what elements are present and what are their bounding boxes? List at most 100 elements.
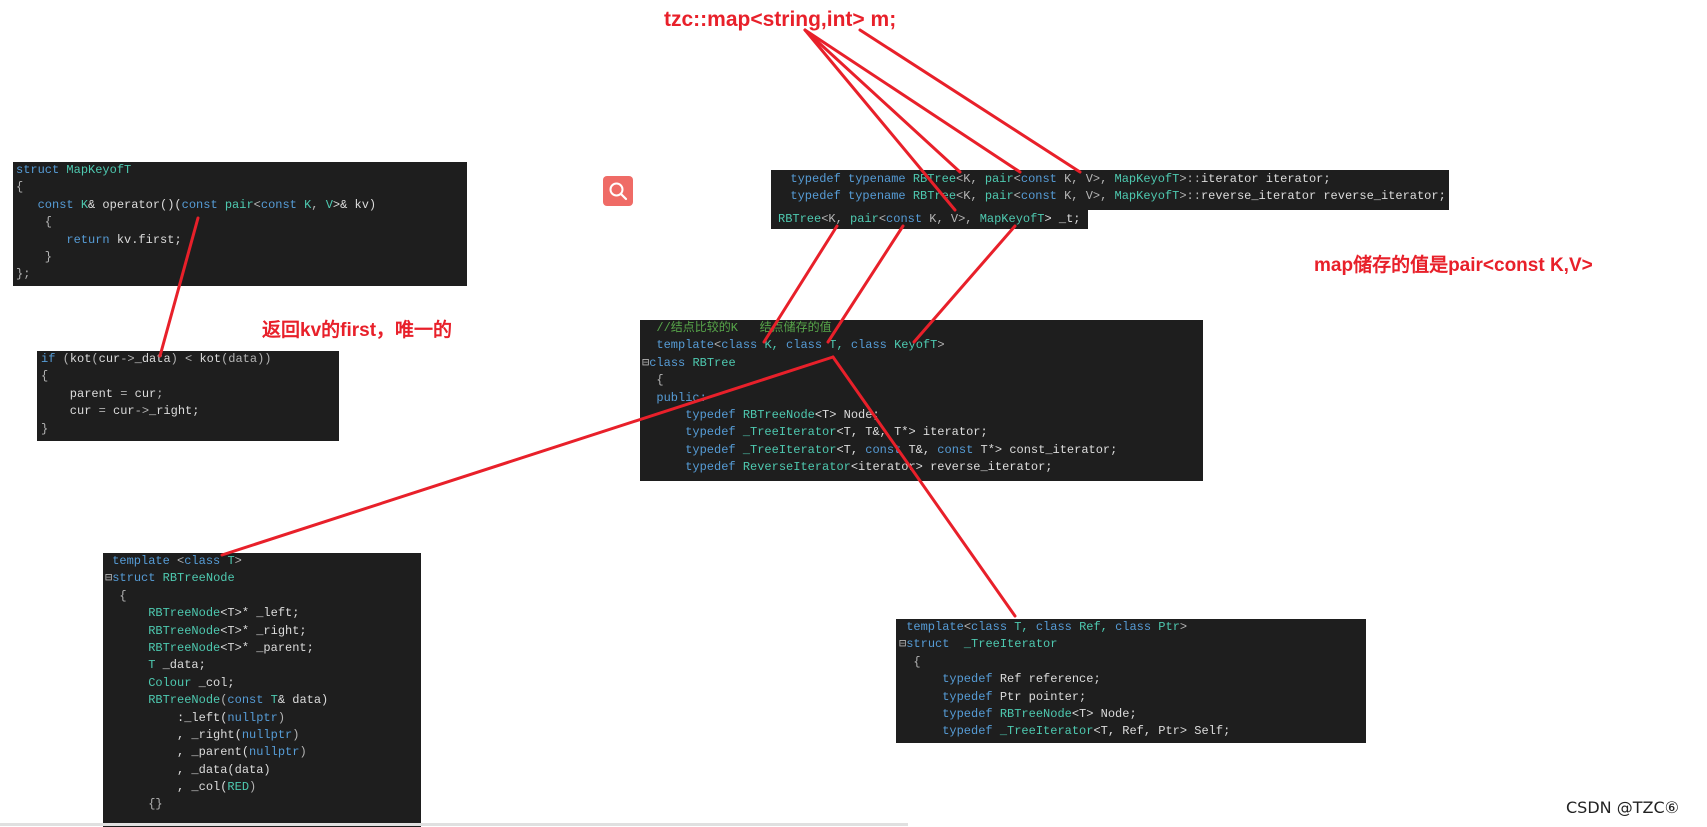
code-token: kot bbox=[199, 352, 222, 366]
code-token: Ptr pointer; bbox=[999, 689, 1087, 704]
code-token: MapKeyofT bbox=[66, 163, 132, 177]
code-token: T&, bbox=[908, 442, 938, 457]
code-token: >:: bbox=[1179, 172, 1201, 186]
code-line: typedef Ref reference; bbox=[899, 671, 1363, 688]
code-token: cur bbox=[98, 352, 121, 366]
connector-int-to-typedef bbox=[858, 28, 1082, 174]
code-line: }; bbox=[16, 266, 464, 283]
code-line: typedef typename RBTree<K, pair<const K,… bbox=[776, 171, 1444, 188]
code-token: RBTree bbox=[692, 355, 736, 370]
code-token: , _col( bbox=[105, 780, 228, 795]
code-line: RBTreeNode(const T& data) bbox=[105, 692, 419, 709]
code-token: struct bbox=[112, 571, 163, 586]
code-line: } bbox=[16, 249, 464, 266]
code-token: typedef bbox=[899, 672, 1000, 687]
code-token: , _data(data) bbox=[105, 762, 271, 777]
code-token: const bbox=[886, 212, 930, 226]
code-token: const bbox=[227, 693, 271, 708]
connector-rbtree-keyoft bbox=[912, 224, 1017, 344]
code-line: template<class K, class T, class KeyofT> bbox=[642, 337, 1201, 354]
code-line: Colour _col; bbox=[105, 675, 419, 692]
code-token: RBTreeNode bbox=[999, 706, 1072, 721]
code-token: < bbox=[1013, 172, 1021, 186]
code-line: RBTreeNode<T>* _right; bbox=[105, 623, 419, 640]
code-token: <T, Ref, Ptr> Self; bbox=[1093, 724, 1231, 739]
code-token: MapKeyofT bbox=[1114, 189, 1180, 204]
search-icon bbox=[609, 182, 628, 201]
code-token: ) bbox=[277, 710, 286, 725]
code-token: < bbox=[177, 554, 185, 568]
code-token: struct bbox=[16, 163, 67, 177]
code-token: RED bbox=[227, 780, 250, 795]
code-token: class bbox=[971, 620, 1015, 634]
code-token: const bbox=[1020, 189, 1065, 204]
code-token: typedef bbox=[899, 689, 1000, 704]
code-token: nullptr bbox=[241, 727, 293, 742]
code-token: > bbox=[937, 338, 945, 353]
connector-kot-to-first bbox=[158, 216, 200, 358]
code-token: RBTree bbox=[912, 172, 957, 186]
map-value-type-annotation: map储存的值是pair<const K,V> bbox=[1314, 255, 1593, 276]
code-token: typedef bbox=[642, 407, 743, 422]
connector-t-to-rbtreenode bbox=[220, 355, 835, 557]
code-token: & operator()( bbox=[88, 197, 182, 212]
code-token: { bbox=[105, 588, 127, 603]
code-token: cur bbox=[113, 404, 135, 419]
code-line: RBTree<K, pair<const K, V>, MapKeyofT> _… bbox=[778, 211, 1081, 228]
connector-string-to-typedef bbox=[803, 28, 1022, 174]
code-token: nullptr bbox=[227, 710, 278, 725]
code-token: pair bbox=[984, 172, 1014, 186]
code-token: typedef bbox=[642, 442, 743, 457]
code-token: _TreeIterator bbox=[742, 425, 837, 440]
code-token: } bbox=[41, 421, 49, 436]
code-token: RBTreeNode bbox=[105, 623, 221, 638]
code-token: ⊟ bbox=[642, 355, 650, 370]
watermark: CSDN @TZC⑥ bbox=[1566, 798, 1679, 817]
code-token: < bbox=[878, 212, 887, 226]
code-token: { bbox=[16, 180, 24, 195]
rbtree-class-code-block: //结点比较的K 结点储存的值 template<class K, class … bbox=[640, 320, 1203, 481]
code-token: :_left( bbox=[105, 710, 228, 725]
code-token: K bbox=[304, 197, 312, 212]
code-token: T*> const_iterator; bbox=[980, 442, 1118, 457]
code-token: Colour bbox=[105, 675, 199, 690]
code-token: >& kv) bbox=[332, 197, 377, 212]
code-token: ⊟ bbox=[105, 571, 113, 586]
code-token: RBTreeNode bbox=[105, 640, 221, 655]
code-line: , _parent(nullptr) bbox=[105, 744, 419, 761]
return-first-annotation: 返回kv的first，唯一的 bbox=[262, 320, 453, 341]
code-token: < bbox=[714, 338, 722, 353]
code-token: KeyofT bbox=[894, 338, 938, 353]
code-token: > bbox=[234, 554, 242, 568]
code-token: , _parent( bbox=[105, 745, 250, 760]
code-line: { bbox=[16, 214, 464, 231]
code-line: return kv.first; bbox=[16, 232, 464, 249]
code-token: parent bbox=[41, 386, 121, 401]
horizontal-scrollbar[interactable] bbox=[0, 823, 908, 826]
code-line: { bbox=[41, 368, 335, 385]
search-button[interactable] bbox=[603, 176, 633, 206]
code-token: > bbox=[1179, 620, 1188, 634]
code-token: ( bbox=[91, 352, 99, 366]
code-line: , _right(nullptr) bbox=[105, 727, 419, 744]
code-token: <K, bbox=[821, 212, 851, 226]
map-declaration-annotation: tzc::map<string,int> m; bbox=[664, 8, 897, 31]
code-token: pair bbox=[850, 212, 879, 226]
code-token: Ptr bbox=[1158, 620, 1180, 634]
code-token: _TreeIterator bbox=[742, 442, 837, 457]
code-token: ( bbox=[220, 693, 228, 708]
code-token: return bbox=[16, 232, 117, 247]
code-token: Ref reference; bbox=[999, 672, 1101, 687]
code-token: , bbox=[311, 197, 326, 212]
code-token: reverse_iterator reverse_iterator; bbox=[1200, 189, 1446, 204]
code-token: //结点比较的K 结点储存的值 bbox=[642, 321, 832, 335]
code-line: typedef ReverseIterator<iterator> revers… bbox=[642, 459, 1201, 476]
mapkeyoft-code-block: struct MapKeyofT{ const K& operator()(co… bbox=[13, 162, 467, 286]
code-token: _data; bbox=[162, 658, 206, 673]
code-token: class bbox=[721, 338, 765, 353]
code-token: _TreeIterator bbox=[963, 637, 1058, 652]
code-token: typedef bbox=[899, 706, 1000, 721]
code-token: , _right( bbox=[105, 727, 242, 742]
code-token: RBTreeNode bbox=[162, 571, 235, 586]
